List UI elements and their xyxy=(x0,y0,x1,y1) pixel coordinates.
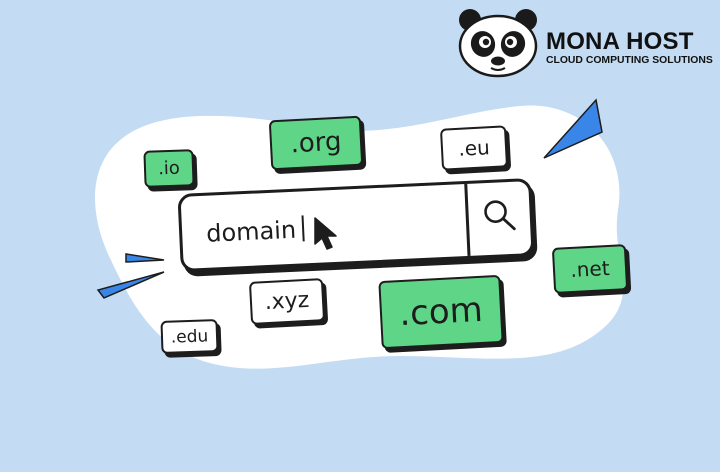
domain-search-bar: domain xyxy=(177,178,535,272)
text-caret xyxy=(301,215,305,242)
brand-tagline: CLOUD COMPUTING SOLUTIONS xyxy=(546,55,713,66)
panda-logo-icon xyxy=(458,9,538,78)
mouse-pointer-icon xyxy=(314,217,337,250)
extension-tag-eu[interactable]: .eu xyxy=(439,125,509,171)
brand-logo[interactable]: MONA HOST CLOUD COMPUTING SOLUTIONS xyxy=(456,8,716,78)
extension-tag-xyz[interactable]: .xyz xyxy=(248,278,326,325)
search-query-text: domain xyxy=(205,215,297,248)
extension-tag-org[interactable]: .org xyxy=(268,115,364,171)
search-icon xyxy=(484,200,516,231)
extension-tag-io[interactable]: .io xyxy=(143,149,195,188)
search-button[interactable] xyxy=(467,181,531,256)
extension-tag-edu[interactable]: .edu xyxy=(160,319,219,354)
extension-tag-com[interactable]: .com xyxy=(378,274,504,350)
extension-tag-net[interactable]: .net xyxy=(551,244,629,294)
brand-name: MONA HOST xyxy=(546,28,694,55)
